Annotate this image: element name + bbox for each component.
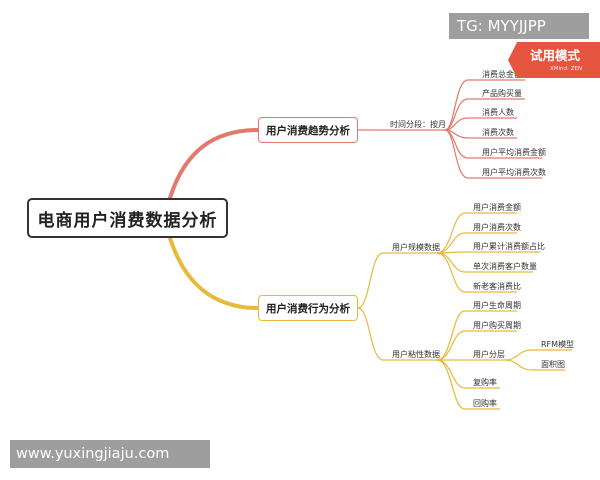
branch-consumption-trend[interactable]: 用户消费趋势分析	[258, 117, 358, 143]
watermark-bottom: www.yuxingjiaju.com	[10, 440, 210, 468]
connector-root-behavior	[168, 236, 260, 310]
connectors-layering-children	[504, 349, 572, 371]
branch-label: 用户消费趋势分析	[266, 124, 350, 137]
leaf-topic[interactable]: 用户消费次数	[473, 223, 521, 232]
subtopic-user-stickiness[interactable]: 用户粘性数据	[392, 350, 440, 359]
leaf-topic[interactable]: 用户生命周期	[473, 301, 521, 310]
watermark-top-text: TG: MYYJJPP	[457, 17, 546, 35]
leaf-topic[interactable]: 消费次数	[482, 128, 514, 137]
connectors-scale-items	[436, 212, 540, 293]
trial-mode-sublabel: XMind: ZEN	[550, 66, 582, 72]
subtopic-user-scale[interactable]: 用户规模数据	[392, 243, 440, 252]
root-topic[interactable]: 电商用户消费数据分析	[27, 198, 228, 238]
leaf-topic[interactable]: 用户平均消费金额	[482, 148, 546, 157]
leaf-topic[interactable]: 复购率	[473, 378, 497, 387]
leaf-topic-user-layering[interactable]: 用户分层	[473, 350, 505, 359]
branch-label: 用户消费行为分析	[266, 302, 350, 315]
leaf-topic[interactable]: 新老客消费比	[473, 282, 521, 291]
trial-mode-badge[interactable]: 试用模式 XMind: ZEN	[508, 42, 600, 78]
watermark-top: TG: MYYJJPP	[449, 13, 589, 39]
leaf-topic[interactable]: 用户消费金额	[473, 203, 521, 212]
connector-root-trend	[168, 128, 260, 200]
connectors-behavior-groups	[357, 252, 437, 361]
leaf-topic[interactable]: 单次消费客户数量	[473, 262, 537, 271]
connectors-trend-items	[444, 79, 542, 179]
leaf-topic[interactable]: 用户平均消费次数	[482, 168, 546, 177]
subtopic-time-segment[interactable]: 时间分段：按月	[390, 120, 446, 129]
trial-mode-label: 试用模式	[530, 48, 581, 63]
leaf-topic[interactable]: RFM模型	[541, 340, 575, 349]
watermark-bottom-text: www.yuxingjiaju.com	[16, 446, 170, 462]
leaf-topic[interactable]: 消费人数	[482, 108, 514, 117]
root-topic-label: 电商用户消费数据分析	[37, 210, 218, 231]
leaf-topic[interactable]: 面积图	[541, 360, 565, 369]
leaf-topic[interactable]: 用户购买周期	[473, 321, 521, 330]
leaf-topic[interactable]: 用户累计消费额占比	[473, 242, 545, 251]
leaf-topic[interactable]: 消费总金额	[482, 70, 522, 79]
leaf-topic[interactable]: 产品购买量	[482, 89, 522, 98]
leaf-topic[interactable]: 回购率	[473, 399, 497, 408]
connectors-stickiness-items	[436, 310, 517, 410]
branch-consumption-behavior[interactable]: 用户消费行为分析	[258, 295, 358, 321]
